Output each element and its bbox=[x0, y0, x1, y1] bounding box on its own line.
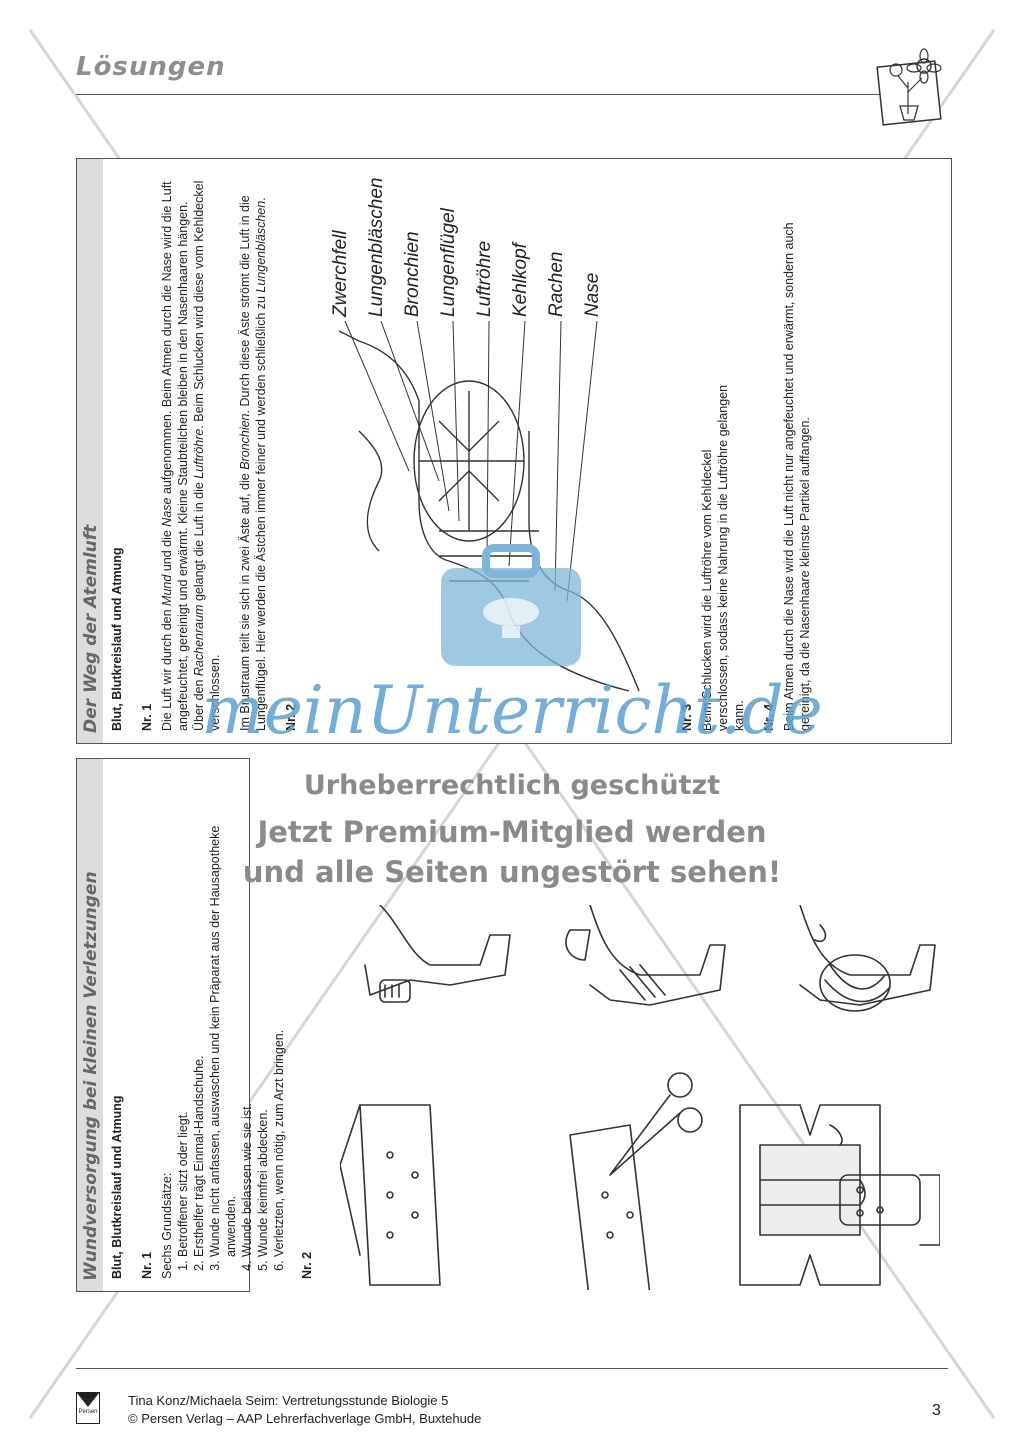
publisher-logo: Persen bbox=[76, 1392, 100, 1424]
plaster-on-finger-icon bbox=[739, 1104, 881, 1286]
label-lungenblaeschen: Lungenbläschen bbox=[366, 177, 387, 317]
label-zwerchfell: Zwerchfell bbox=[330, 230, 351, 317]
airway-subtitle: Blut, Blutkreislauf und Atmung bbox=[110, 547, 124, 731]
airway-paragraph-1: Die Luft wir durch den Mund und die Nase… bbox=[160, 180, 222, 731]
page-title: Lösungen bbox=[76, 52, 226, 82]
label-kehlkopf: Kehlkopf bbox=[510, 243, 531, 317]
bandage-illustrations bbox=[340, 905, 940, 1290]
footer-credits: Tina Konz/Michaela Seim: Vertretungsstun… bbox=[128, 1392, 481, 1428]
flower-icon bbox=[876, 48, 942, 126]
footer-line-1: Tina Konz/Michaela Seim: Vertretungsstun… bbox=[128, 1393, 449, 1408]
airway-paragraph-4: Beim Atmen durch die Nase wird die Luft … bbox=[782, 222, 812, 731]
arm-icon bbox=[364, 905, 511, 1003]
footer-line-2: © Persen Verlag – AAP Lehrerfachverlage … bbox=[128, 1411, 482, 1426]
airway-title: Der Weg der Atemluft bbox=[77, 159, 103, 743]
arm-roll-bandage-icon bbox=[565, 905, 726, 1006]
airway-paragraph-2: Im Brustraum teilt sie sich in zwei Äste… bbox=[238, 195, 268, 731]
page-number: 3 bbox=[932, 1402, 941, 1419]
airway-nr1: Nr. 1 bbox=[140, 703, 154, 731]
scissors-icon bbox=[569, 1072, 703, 1290]
label-nase: Nase bbox=[582, 272, 603, 317]
briefcase-logo-icon bbox=[441, 544, 581, 666]
watermark-copyright: Urheberrechtlich geschützt bbox=[303, 770, 721, 801]
watermark-premium-line2: und alle Seiten ungestört sehen! bbox=[242, 855, 782, 889]
finger-bandaged-icon bbox=[839, 1174, 940, 1246]
label-lungenfluegel: Lungenflügel bbox=[438, 208, 459, 317]
airway-nr4: Nr. 4 bbox=[762, 703, 776, 731]
watermark-brand: meinUnterricht.de bbox=[201, 672, 823, 749]
airway-nr3: Nr. 3 bbox=[680, 703, 694, 731]
watermark-premium-line1: Jetzt Premium-Mitglied werden bbox=[257, 815, 767, 849]
airway-nr2: Nr. 2 bbox=[284, 703, 298, 731]
publisher-logo-text: Persen bbox=[78, 1409, 98, 1415]
label-rachen: Rachen bbox=[546, 251, 567, 318]
plaster-icon bbox=[340, 1104, 441, 1286]
arm-bandaged-icon bbox=[799, 905, 936, 1012]
footer-divider bbox=[76, 1368, 948, 1369]
label-bronchien: Bronchien bbox=[402, 231, 423, 317]
header-divider bbox=[76, 94, 882, 95]
wound-care-card: Wundversorgung bei kleinen Verletzungen … bbox=[76, 758, 314, 1292]
label-luftroehre: Luftröhre bbox=[474, 240, 495, 317]
